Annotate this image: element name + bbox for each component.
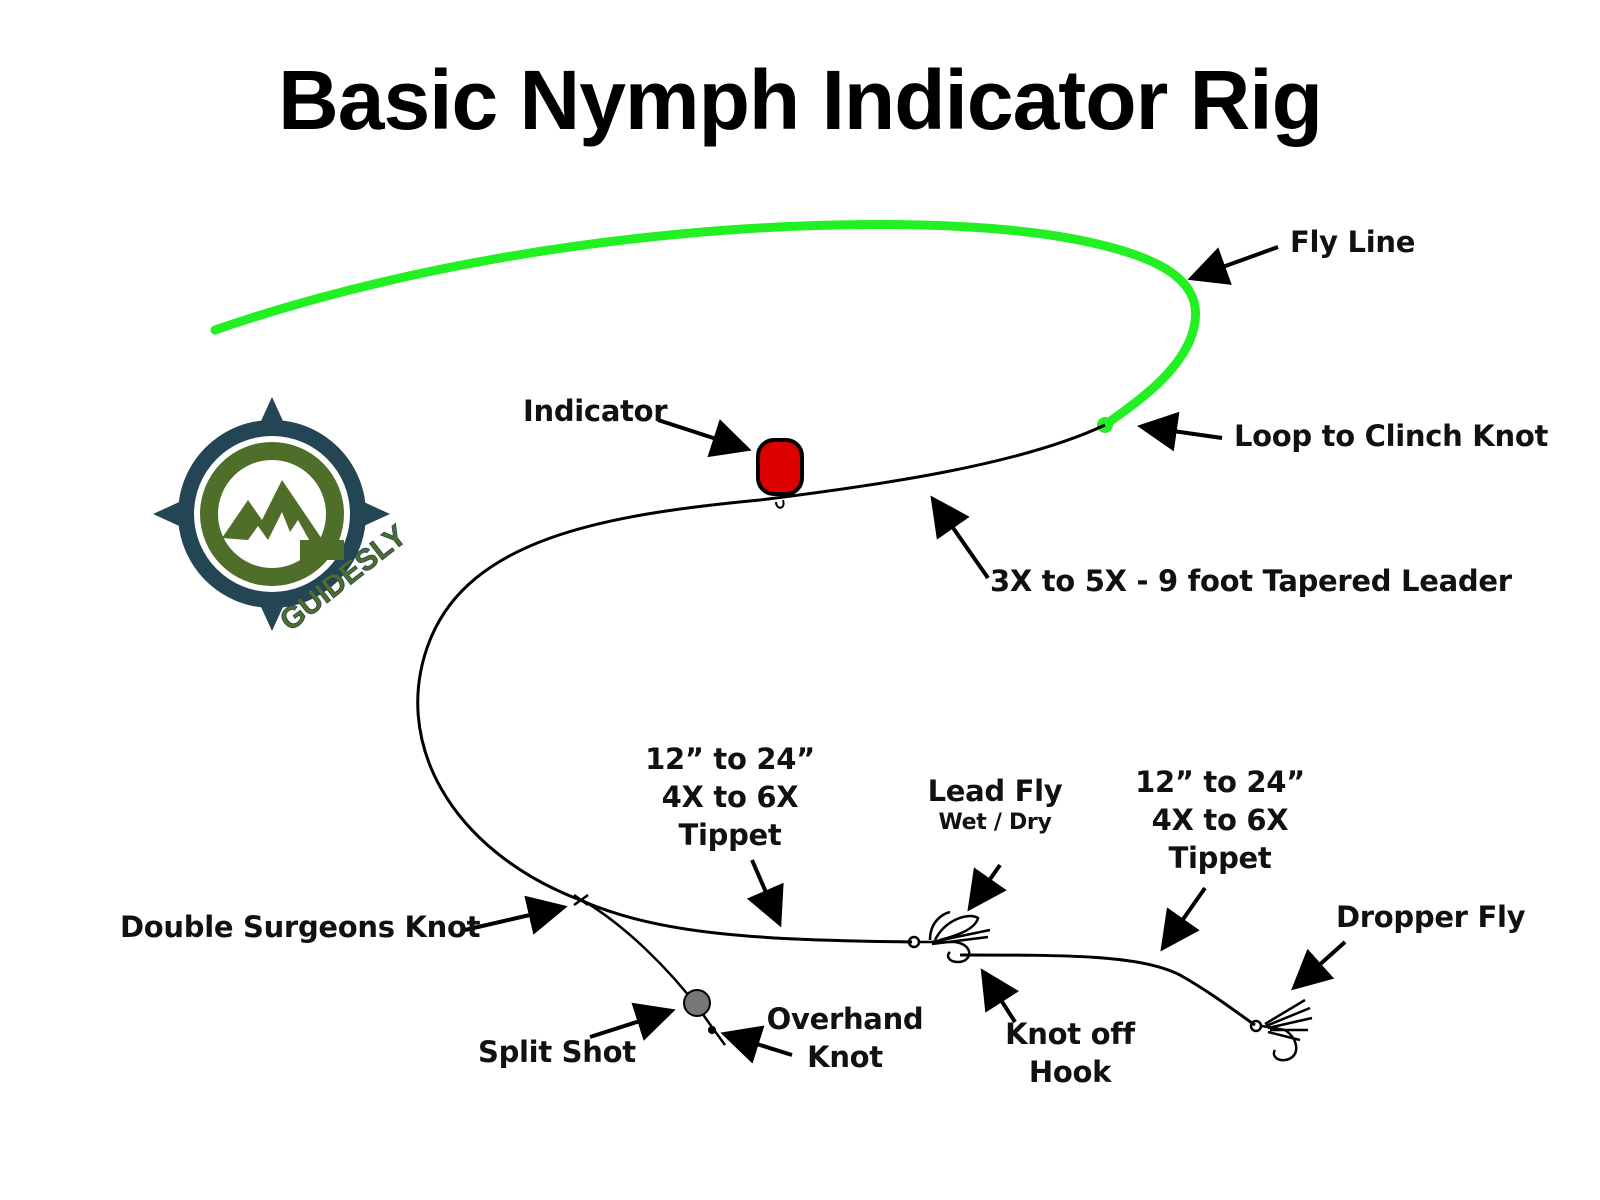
- tippet-1-name: Tippet: [678, 818, 782, 852]
- knot-off-line-2: Hook: [1028, 1055, 1112, 1089]
- arrow-split-shot: [589, 1002, 676, 1041]
- arrow-lead-fly: [967, 863, 1007, 912]
- tippet-1: [579, 898, 913, 944]
- arrow-indicator: [657, 418, 752, 458]
- label-overhand-knot: Overhand Knot: [760, 1000, 930, 1076]
- fly-line: [210, 219, 1201, 430]
- label-knot-off-hook: Knot off Hook: [985, 1015, 1155, 1091]
- tippet-2: [959, 953, 1256, 1027]
- strike-indicator: [756, 438, 804, 496]
- overhand-line-2: Knot: [807, 1040, 883, 1074]
- arrow-dropper-fly: [1291, 940, 1347, 991]
- label-double-surgeons: Double Surgeons Knot: [120, 910, 481, 944]
- arrow-overhand: [720, 1025, 793, 1064]
- label-loop-to-clinch: Loop to Clinch Knot: [1234, 419, 1549, 453]
- arrow-leader: [930, 495, 990, 580]
- dropper-fly-icon: [1249, 998, 1313, 1062]
- indicator-loop: [775, 499, 785, 509]
- arrow-tippet-1: [746, 859, 784, 928]
- lead-fly-sub: Wet / Dry: [938, 810, 1052, 835]
- logo-g-bar: [300, 540, 344, 560]
- arrow-loop-to-clinch: [1137, 411, 1223, 452]
- tippet-1-length: 12” to 24”: [645, 742, 815, 776]
- tapered-leader: [416, 423, 1106, 902]
- label-tippet-1: 12” to 24” 4X to 6X Tippet: [620, 740, 840, 854]
- label-split-shot: Split Shot: [478, 1035, 636, 1069]
- lead-fly-name: Lead Fly: [927, 774, 1063, 808]
- split-shot: [683, 989, 711, 1017]
- arrow-knot-off-hook: [980, 968, 1020, 1024]
- arrow-tippet-2: [1160, 886, 1207, 952]
- label-leader: 3X to 5X - 9 foot Tapered Leader: [990, 564, 1512, 598]
- label-lead-fly: Lead Fly Wet / Dry: [900, 772, 1090, 836]
- label-indicator: Indicator: [523, 394, 668, 428]
- lead-fly-icon: [907, 910, 991, 964]
- tippet-1-size: 4X to 6X: [661, 780, 799, 814]
- mountain-icon: [222, 480, 326, 545]
- arrow-double-surgeons: [464, 895, 568, 935]
- guidesly-logo: GUIDESLY: [153, 397, 413, 638]
- tippet-2-name: Tippet: [1168, 841, 1272, 875]
- knot-off-line-1: Knot off: [1005, 1017, 1135, 1051]
- arrow-fly-line: [1187, 245, 1279, 285]
- overhand-line-1: Overhand: [766, 1002, 924, 1036]
- diagram-title: Basic Nymph Indicator Rig: [278, 53, 1323, 147]
- label-tippet-2: 12” to 24” 4X to 6X Tippet: [1110, 763, 1330, 877]
- tippet-2-size: 4X to 6X: [1151, 803, 1289, 837]
- label-fly-line: Fly Line: [1290, 225, 1416, 259]
- tippet-2-length: 12” to 24”: [1135, 765, 1305, 799]
- overhand-knot: [708, 1026, 716, 1034]
- label-dropper-fly: Dropper Fly: [1336, 900, 1526, 934]
